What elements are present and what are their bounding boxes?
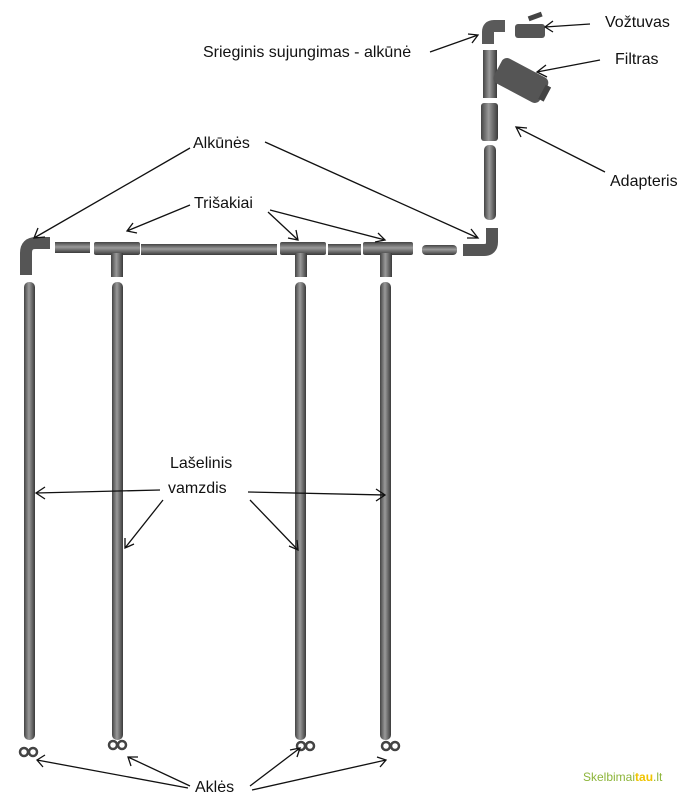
arrow-adapter (514, 126, 606, 173)
arrow-elbow-left (33, 147, 191, 239)
main-line (20, 228, 498, 277)
feed-line (481, 11, 552, 220)
arrow-valve (543, 20, 591, 33)
threaded-elbow (482, 20, 505, 44)
arrow-elbow-right (264, 141, 480, 239)
end-cap-3 (295, 740, 316, 752)
arrow-tee-1 (125, 204, 191, 234)
drip-pipe-4 (380, 282, 391, 740)
feed-pipe (484, 145, 496, 220)
label-valve: Vožtuvas (605, 14, 670, 31)
arrow-end-cap-2 (127, 756, 191, 787)
end-cap-2 (107, 739, 128, 751)
pipe-segment (328, 244, 361, 255)
pipe-segment (55, 242, 90, 253)
elbow-right (463, 228, 498, 256)
arrow-tee-3 (269, 209, 387, 243)
arrow-drip-pipe-4 (247, 488, 387, 502)
arrow-end-cap-1 (36, 754, 189, 789)
end-cap-1 (18, 746, 39, 758)
watermark-part-3: .lt (653, 770, 663, 784)
watermark-part-2: tau (635, 770, 654, 784)
tee-1-outlet (111, 253, 123, 277)
arrows (33, 20, 606, 791)
arrow-drip-pipe-1 (34, 486, 161, 500)
elbow-left (20, 237, 50, 275)
label-drip-pipe-2: vamzdis (168, 480, 227, 497)
valve (515, 11, 545, 38)
arrow-drip-pipe-2 (124, 499, 164, 550)
tee-2 (280, 242, 326, 255)
watermark-logo: Skelbimaitau.lt (583, 770, 662, 784)
arrow-tee-2 (267, 211, 299, 241)
watermark-part-1: Skelbimai (583, 770, 636, 784)
label-end-caps: Aklės (195, 779, 235, 796)
pipe-segment (422, 245, 457, 255)
adapter (481, 103, 498, 141)
tee-1 (94, 242, 140, 255)
arrow-threaded-elbow (429, 33, 480, 53)
valve-handle (527, 11, 543, 22)
label-tees: Trišakiai (194, 195, 253, 212)
arrow-drip-pipe-3 (249, 499, 299, 552)
tee-3-outlet (380, 253, 392, 277)
pipe-segment (141, 244, 277, 255)
drip-pipes (24, 282, 391, 740)
arrow-end-cap-3 (249, 747, 301, 787)
label-adapter: Adapteris (610, 173, 678, 190)
end-caps (18, 739, 401, 758)
label-elbows: Alkūnės (193, 135, 250, 152)
tee-2-outlet (295, 253, 307, 277)
label-filter: Filtras (615, 51, 659, 68)
filter-tee (483, 50, 497, 98)
drip-pipe-3 (295, 282, 306, 740)
label-drip-pipe-1: Lašelinis (170, 455, 233, 472)
drip-pipe-2 (112, 282, 123, 740)
label-threaded-elbow: Srieginis sujungimas - alkūnė (203, 44, 412, 61)
drip-pipe-1 (24, 282, 35, 740)
filter (493, 58, 552, 103)
tee-3 (363, 242, 413, 255)
arrow-end-cap-4 (251, 756, 388, 791)
end-cap-4 (380, 740, 401, 752)
arrow-filter (535, 59, 601, 78)
